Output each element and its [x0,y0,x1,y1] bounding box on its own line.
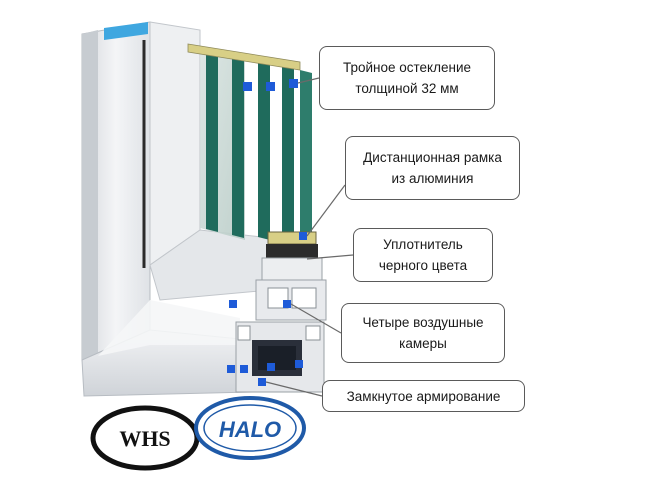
callout-text: Дистанционная рамка [363,150,502,165]
callout-triple-glazing: Тройное остекление толщиной 32 мм [319,46,495,110]
steel-reinforcement [235,321,325,393]
blue-markers [227,79,307,386]
frame-profile [81,21,271,397]
callout-air-chambers: Четыре воздушные камеры [341,303,505,363]
callout-text: из алюминия [391,171,474,186]
halo-logo: HALO [194,396,306,460]
callout-text: камеры [399,336,447,351]
leader-lines [265,77,354,397]
callout-spacer-frame: Дистанционная рамка из алюминия [345,136,520,200]
callout-text: Уплотнитель [383,237,463,252]
callout-text: Четыре воздушные [362,315,484,330]
callout-text: Тройное остекление [342,60,471,75]
callout-text: Замкнутое армирование [346,388,501,404]
whs-logo: WHS [90,405,200,471]
callout-seal: Уплотнитель черного цвета [353,228,493,282]
callout-reinforcement: Замкнутое армирование [322,380,525,412]
whs-text: WHS [119,426,170,451]
triple-glass [187,43,312,244]
callout-text: толщиной 32 мм [355,81,459,96]
callout-text: черного цвета [378,258,468,273]
halo-text: HALO [219,417,281,442]
